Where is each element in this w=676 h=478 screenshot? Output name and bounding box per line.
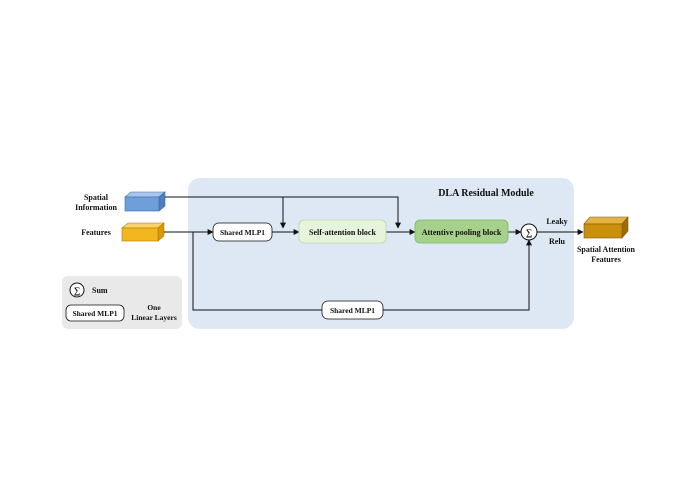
module-title: DLA Residual Module <box>438 188 534 199</box>
svg-text:∑: ∑ <box>74 286 80 296</box>
svg-text:∑: ∑ <box>526 228 532 238</box>
sum-node: ∑ <box>520 223 538 241</box>
connectors <box>164 196 584 311</box>
shared-mlp-bottom: Shared MLP1 <box>321 300 384 320</box>
svg-text:Shared MLP1: Shared MLP1 <box>220 228 265 237</box>
shared-mlp-top: Shared MLP1 <box>212 222 273 242</box>
legend-mlp-desc-line2: Linear Layers <box>131 313 177 322</box>
features-cube <box>121 222 165 242</box>
activation-label-line1: Leaky <box>546 217 567 226</box>
svg-text:Shared MLP1: Shared MLP1 <box>330 306 375 315</box>
skip-connection-line <box>192 232 322 311</box>
self-attention-block: Self-attention block <box>298 219 387 244</box>
output-features-cube <box>583 216 629 239</box>
dla-residual-module-panel <box>188 178 574 329</box>
spatial-information-cube <box>124 191 166 212</box>
spatial-info-line <box>165 196 401 229</box>
output-label-line1: Spatial Attention <box>577 245 636 254</box>
svg-text:Attentive pooling block: Attentive pooling block <box>422 228 502 237</box>
features-label: Features <box>81 228 111 237</box>
legend-mlp-box <box>65 304 125 322</box>
attentive-pooling-block: Attentive pooling block <box>414 219 509 244</box>
activation-label-line2: Relu <box>549 237 566 246</box>
svg-text:Self-attention block: Self-attention block <box>309 228 376 237</box>
mlp-bottom-to-sum-line <box>383 239 532 311</box>
legend-mlp-desc-line1: One <box>147 303 161 312</box>
spatial-information-label-line2: Information <box>75 203 117 212</box>
legend-mlp-label: Shared MLP1 <box>72 309 117 318</box>
output-label-line2: Features <box>591 255 621 264</box>
legend-sum-label: Sum <box>92 286 108 295</box>
spatial-information-label-line1: Spatial <box>84 193 109 202</box>
legend-sum-icon: ∑ <box>69 282 85 298</box>
